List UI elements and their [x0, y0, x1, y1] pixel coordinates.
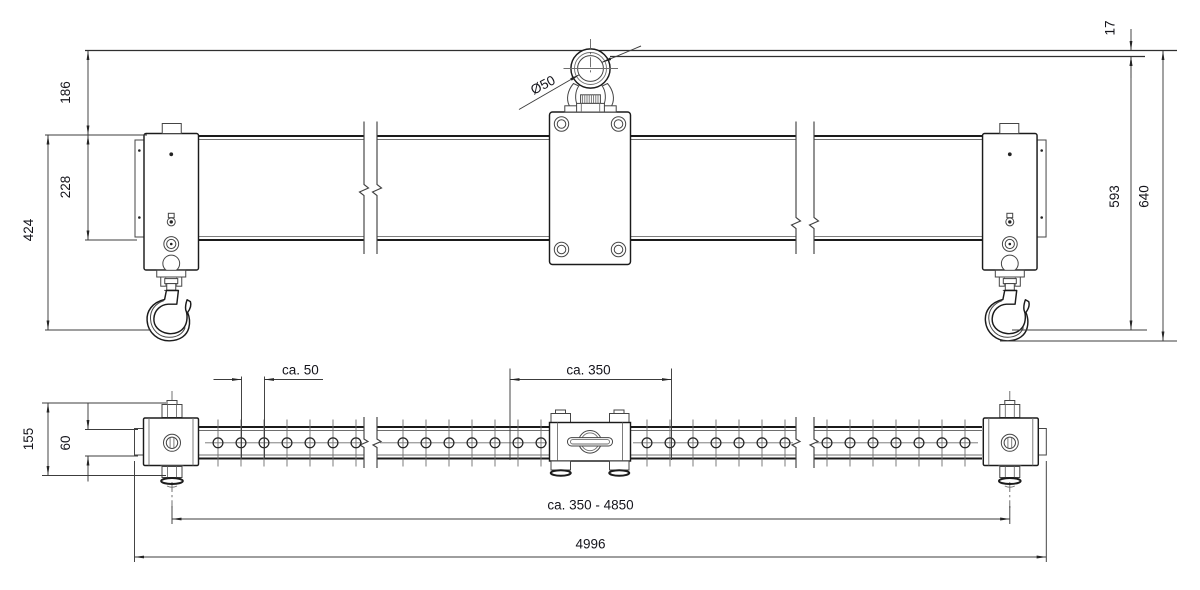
dim-60-label: 60	[58, 435, 73, 450]
left-trolley-plan	[142, 390, 200, 509]
dim-593-label: 593	[1107, 185, 1122, 208]
bolt	[610, 116, 627, 132]
left-hook-trolley	[134, 122, 200, 292]
pin-handle	[567, 437, 613, 447]
dim-hole-pitch: ca. 50	[213, 363, 323, 459]
right-hook-trolley	[981, 122, 1047, 292]
dim-hook-distance-range-label: ca. 350 - 4850	[547, 498, 633, 513]
dim-424: 424	[21, 134, 50, 331]
dim-shackle-diameter-label: Ø50	[528, 72, 558, 97]
bolt	[550, 413, 571, 423]
dim-60: 60	[58, 403, 138, 482]
bolt	[553, 116, 570, 132]
dim-640: 640	[1137, 50, 1165, 342]
washer	[608, 469, 631, 477]
bolt	[609, 460, 630, 471]
plan-view: 155 60 ca. 50 ca. 350 ca. 350 - 4850	[21, 363, 1047, 562]
dim-17-label: 17	[1103, 20, 1118, 35]
dim-hole-pitch-label: ca. 50	[282, 363, 319, 378]
dim-17: 17	[1103, 20, 1133, 78]
bolt	[610, 241, 627, 258]
dim-overall-length: 4996	[134, 461, 1047, 562]
beam-end-left	[134, 428, 144, 456]
dim-center-section: ca. 350	[509, 363, 672, 460]
bolt	[553, 241, 570, 258]
extension-lines-front	[45, 134, 1177, 342]
hole-axes	[205, 419, 978, 467]
dim-186: 186	[58, 50, 90, 136]
break-lines-front	[358, 121, 820, 254]
dim-hook-distance-range: ca. 350 - 4850	[171, 498, 1011, 524]
dim-593: 593	[1107, 56, 1133, 331]
dim-155: 155	[21, 402, 166, 476]
left-hook	[146, 289, 192, 342]
beam-front	[198, 135, 983, 241]
washer	[549, 469, 572, 477]
dim-424-label: 424	[21, 218, 36, 241]
dim-overall-length-label: 4996	[575, 537, 605, 552]
dim-186-label: 186	[58, 81, 73, 104]
break-lines-plan	[358, 417, 820, 468]
dim-228-label: 228	[58, 176, 73, 199]
dim-228: 228	[58, 134, 90, 241]
shackle	[563, 39, 618, 113]
beam-plan	[134, 426, 1047, 460]
center-suspension-block-front	[548, 111, 632, 266]
right-hook	[984, 289, 1030, 342]
front-view: 186 228 424 17 593 640 Ø50	[21, 20, 1177, 342]
bolt	[550, 460, 571, 471]
dim-center-section-label: ca. 350	[566, 363, 610, 378]
right-trolley-plan	[982, 390, 1040, 509]
dim-155-label: 155	[21, 428, 36, 451]
shackle-pin	[580, 94, 601, 104]
dim-640-label: 640	[1137, 185, 1152, 208]
center-suspension-block-plan	[548, 409, 632, 477]
bolt	[609, 413, 630, 423]
adjustment-holes	[212, 437, 971, 449]
